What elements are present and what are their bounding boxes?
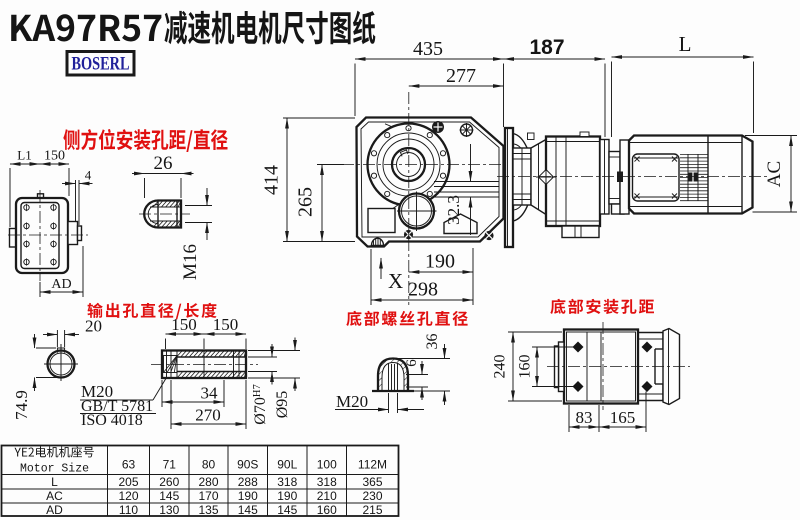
txt-gbt: GB/T 5781 xyxy=(81,398,153,415)
dim-side-l: L xyxy=(679,32,692,56)
dim-l1: L1 xyxy=(17,148,31,163)
label-side-mount xyxy=(63,129,228,152)
dim-front-414: 414 xyxy=(261,165,283,195)
table-cell-2-1: 130 xyxy=(159,503,179,517)
dim-out-150a: 150 xyxy=(171,315,197,334)
dim-front-190: 190 xyxy=(425,251,455,273)
table-col-header-5: 100 xyxy=(317,458,337,472)
dim-rear-150: 150 xyxy=(44,149,65,164)
table-col-header-6: 112M xyxy=(358,458,387,472)
table-cell-2-2: 135 xyxy=(198,503,218,517)
table-cell-0-2: 280 xyxy=(198,475,218,489)
table-cell-2-6: 215 xyxy=(362,503,382,517)
dim-rear-4: 4 xyxy=(85,168,92,183)
dim-bolt-m16: M16 xyxy=(180,244,201,280)
dim-bot-165: 165 xyxy=(610,408,636,427)
table-cell-0-5: 318 xyxy=(317,475,337,489)
label-bottom-screw xyxy=(346,310,468,326)
view-side: 187 L AC xyxy=(497,32,797,249)
table-cell-2-5: 160 xyxy=(317,503,337,517)
dim-front-x: X xyxy=(388,269,403,293)
dim-bot-83: 83 xyxy=(576,408,593,427)
table-row-label-1: AC xyxy=(46,489,63,503)
txt-m20: M20 xyxy=(81,382,113,401)
rear-dimensions: L1 150 4 AD xyxy=(9,148,93,297)
table-cell-1-5: 210 xyxy=(317,489,337,503)
table-header-motor-en: Motor Size xyxy=(20,463,89,476)
view-bottom: 240 160 83 165 xyxy=(492,322,690,432)
output-dimensions: 20 74.9 150 150 34 270 Ø70H7 Ø95 M20 GB/… xyxy=(12,315,300,429)
view-side-bolt: 26 M16 xyxy=(132,153,212,280)
side-dimensions: 187 L AC xyxy=(503,32,797,213)
dim-plug-m20: M20 xyxy=(336,392,368,411)
table-cell-0-4: 318 xyxy=(277,475,297,489)
dim-side-ac: AC xyxy=(764,161,785,187)
table-row-label-2: AD xyxy=(46,503,63,517)
dim-bot-240: 240 xyxy=(492,355,509,379)
table-cell-0-3: 288 xyxy=(238,475,258,489)
output-shaft-section xyxy=(151,349,258,380)
table-header-motor-cjk xyxy=(14,446,94,458)
label-bottom-mount xyxy=(550,298,654,315)
table-cell-0-6: 365 xyxy=(362,475,382,489)
table-col-header-2: 80 xyxy=(202,458,216,472)
table-cell-1-6: 230 xyxy=(362,489,382,503)
table-row-label-0: L xyxy=(51,475,58,489)
dim-out-20: 20 xyxy=(85,317,102,336)
dim-out-95: Ø95 xyxy=(274,391,291,419)
dim-plug-6: 6 xyxy=(404,359,420,367)
table-col-header-1: 71 xyxy=(163,458,177,472)
view-rear: L1 150 4 AD xyxy=(8,148,93,297)
dim-bot-160: 160 xyxy=(517,355,534,379)
table-cell-0-1: 260 xyxy=(159,475,179,489)
dim-front-277: 277 xyxy=(446,65,476,87)
bottom-dimensions: 240 160 83 165 xyxy=(492,331,647,432)
dim-front-265: 265 xyxy=(295,187,317,217)
label-output-hole xyxy=(87,302,217,320)
table-cell-1-1: 145 xyxy=(159,489,179,503)
table-cell-2-0: 110 xyxy=(119,503,138,517)
brand-logo: BOSERL xyxy=(65,50,136,77)
dim-out-749: 74.9 xyxy=(12,390,31,420)
side-bolt-dimensions: 26 M16 xyxy=(132,153,212,280)
page-title xyxy=(11,10,376,45)
table-col-header-4: 90L xyxy=(277,458,297,472)
plug-dimensions: M20 6 36 xyxy=(335,334,450,413)
table-cell-0-0: 205 xyxy=(118,475,138,489)
dim-ad: AD xyxy=(51,277,71,292)
dim-out-270: 270 xyxy=(195,406,221,425)
table-col-header-0: 63 xyxy=(122,458,136,472)
dim-out-bore: Ø70H7 xyxy=(252,384,269,424)
view-output: 20 74.9 150 150 34 270 Ø70H7 Ø95 M20 GB/… xyxy=(12,315,300,429)
table-col-header-3: 90S xyxy=(237,458,258,472)
dim-front-298: 298 xyxy=(408,279,438,301)
dim-bolt-26: 26 xyxy=(154,153,173,174)
dim-side-187: 187 xyxy=(529,36,564,59)
dim-plug-36: 36 xyxy=(424,334,441,350)
dim-front-435: 435 xyxy=(413,38,443,60)
txt-iso: ISO 4018 xyxy=(81,412,143,429)
table-cell-1-3: 190 xyxy=(238,489,258,503)
table-cell-2-4: 145 xyxy=(277,503,297,517)
logo-border xyxy=(65,50,136,77)
view-front: 435 277 414 265 190 298 32.3 X xyxy=(261,38,512,305)
logo-text: BOSERL xyxy=(72,54,130,75)
dim-out-34: 34 xyxy=(201,384,219,403)
table-cell-1-2: 170 xyxy=(198,489,218,503)
view-plug: M20 6 36 xyxy=(335,334,450,413)
table-cell-1-4: 190 xyxy=(277,489,297,503)
front-dimensions: 435 277 414 265 190 298 32.3 X xyxy=(261,38,504,305)
motor-size-table: Motor Size 63 71 80 90S 90L 100 112M L 2… xyxy=(0,444,400,517)
table-cell-2-3: 145 xyxy=(238,503,258,517)
dim-out-150b: 150 xyxy=(213,315,239,334)
dim-front-323: 32.3 xyxy=(444,195,463,225)
table-cell-1-0: 120 xyxy=(118,489,138,503)
